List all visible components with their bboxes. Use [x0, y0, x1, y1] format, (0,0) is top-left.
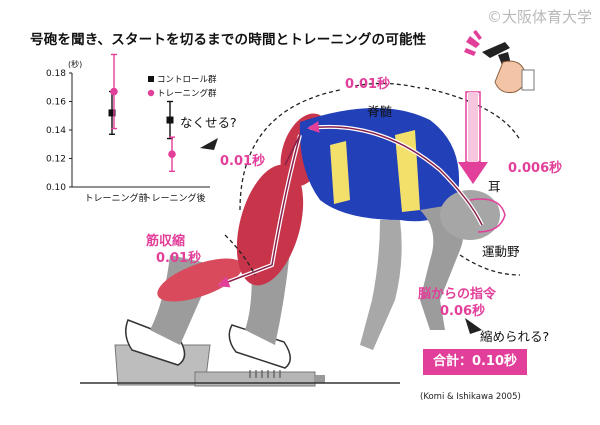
- spine-time: 0.01秒: [345, 73, 390, 92]
- runner-head: [440, 190, 500, 240]
- shorten-question: 縮められる?: [480, 326, 549, 345]
- total-time-badge: 合計：0.10秒: [423, 349, 527, 375]
- chart-point-training: [168, 150, 176, 158]
- chart-y-tick-label: 0.10: [46, 183, 66, 193]
- chart-x-tick-label: トレーニング後: [142, 192, 205, 204]
- chart-legend-marker: [148, 76, 154, 82]
- spine-label: 脊髄: [367, 101, 392, 120]
- chart-point-training: [110, 88, 118, 96]
- hand-icon: [495, 61, 534, 92]
- chart-legend-label: コントロール群: [157, 74, 217, 85]
- chart-y-tick-label: 0.18: [46, 69, 66, 79]
- motor-cortex-label: 運動野: [482, 241, 520, 260]
- citation: (Komi & Ishikawa 2005): [420, 392, 521, 402]
- muscle-time: 0.01秒: [156, 247, 201, 266]
- chart-y-tick-label: 0.12: [46, 155, 66, 165]
- arrow-pink-down-icon: [458, 92, 488, 184]
- chart-x-tick-label: トレーニング前: [84, 192, 147, 204]
- chart-y-label: (秒): [68, 59, 82, 69]
- chart-legend-marker: [148, 90, 154, 96]
- chart-point-control: [167, 117, 174, 124]
- chart-legend-label: トレーニング群: [157, 88, 217, 99]
- chart-y-tick-label: 0.14: [46, 126, 66, 136]
- chart-y-tick-label: 0.16: [46, 98, 66, 108]
- ear-time: 0.006秒: [508, 157, 562, 176]
- brain-command-time: 0.06秒: [440, 300, 485, 319]
- arm-time: 0.01秒: [220, 150, 265, 169]
- ear-label: 耳: [488, 176, 501, 195]
